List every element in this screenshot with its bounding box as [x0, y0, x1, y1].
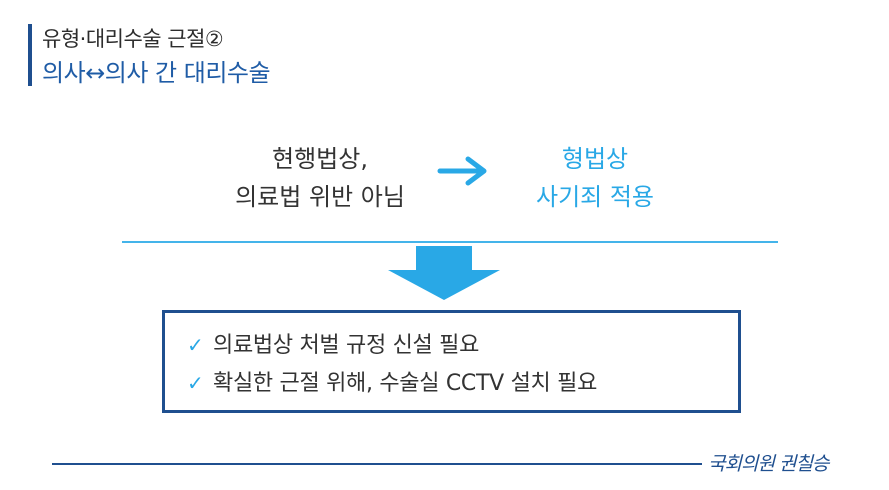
requirement-item: ✓ 의료법상 처벌 규정 신설 필요 [187, 327, 479, 359]
requirement-text: 확실한 근절 위해, 수술실 CCTV 설치 필요 [213, 371, 598, 396]
criminal-law-text: 형법상 사기죄 적용 [500, 140, 690, 216]
right-arrow-icon [437, 156, 487, 186]
current-law-line-1: 현행법상, [272, 145, 368, 173]
signature: 국회의원 권칠승 [708, 453, 829, 475]
current-law-text: 현행법상, 의료법 위반 아님 [205, 140, 435, 216]
current-law-line-2: 의료법 위반 아님 [235, 183, 405, 211]
check-icon: ✓ [187, 333, 204, 357]
divider-line [122, 241, 778, 243]
title-accent-bar [28, 24, 32, 86]
footer-line [52, 463, 702, 465]
slide-title: 의사↔의사 간 대리수술 [42, 59, 271, 87]
requirement-item: ✓ 확실한 근절 위해, 수술실 CCTV 설치 필요 [187, 365, 597, 397]
requirements-box: ✓ 의료법상 처벌 규정 신설 필요 ✓ 확실한 근절 위해, 수술실 CCTV 설… [162, 310, 741, 413]
slide-subtitle: 유형·대리수술 근절② [42, 27, 224, 51]
check-icon: ✓ [187, 371, 204, 395]
requirement-text: 의료법상 처벌 규정 신설 필요 [213, 333, 480, 358]
criminal-law-line-1: 형법상 [561, 145, 629, 173]
down-arrow-icon [388, 246, 500, 300]
criminal-law-line-2: 사기죄 적용 [535, 183, 655, 211]
